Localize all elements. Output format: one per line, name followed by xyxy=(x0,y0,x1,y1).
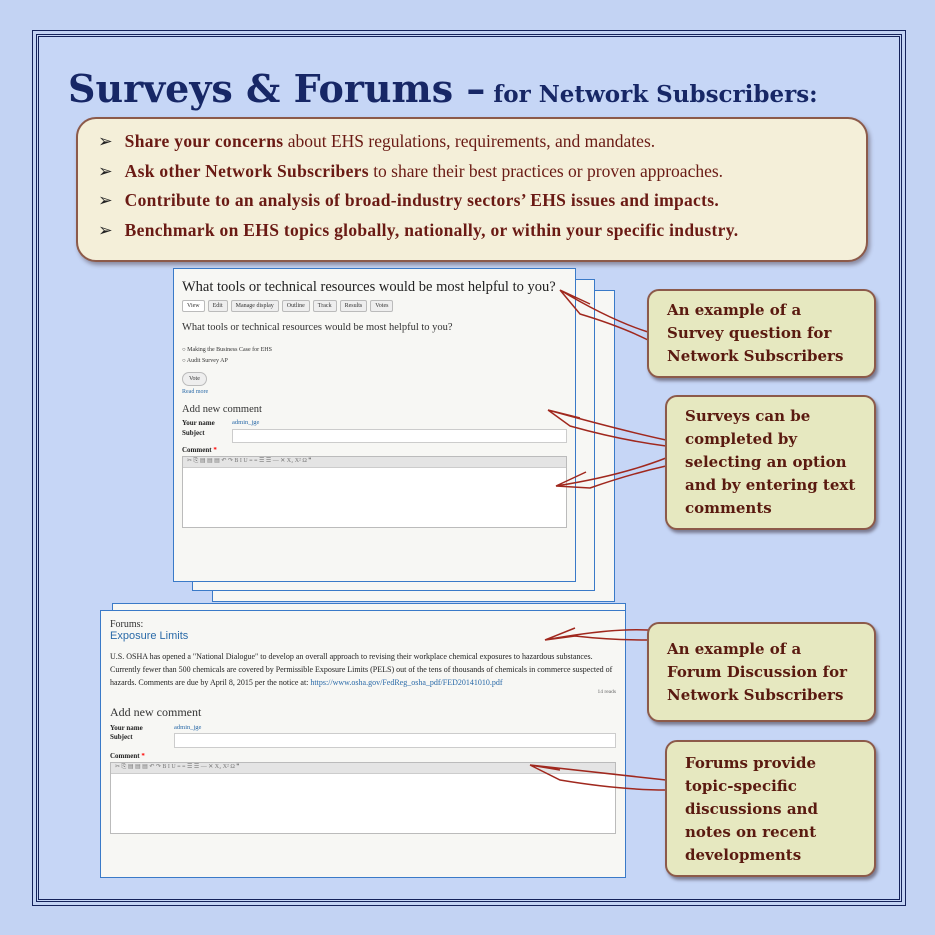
callout-survey-example: An example of a Survey question for Netw… xyxy=(647,289,876,378)
callout-forum-description: Forums provide topic-specific discussion… xyxy=(665,740,876,877)
arrow-bullet-icon: ➢ xyxy=(98,160,113,181)
your-name-value[interactable]: admin_jge xyxy=(232,419,260,426)
arrow-icon xyxy=(544,627,649,641)
tab-manage-display[interactable]: Manage display xyxy=(230,300,279,312)
bullet-text: to share their best practices or proven … xyxy=(368,160,724,181)
forum-section: Forums: xyxy=(110,619,144,630)
tab-outline[interactable]: Outline xyxy=(281,300,310,312)
your-name-label: Your name xyxy=(182,419,215,427)
bullet-bold: Contribute to an analysis of broad-indus… xyxy=(124,190,720,210)
tab-view[interactable]: View xyxy=(182,300,205,312)
your-name-label: Your name xyxy=(110,724,143,732)
callout-survey-completion: Surveys can be completed by selecting an… xyxy=(665,395,876,530)
required-mark: * xyxy=(141,752,145,760)
tab-votes[interactable]: Votes xyxy=(370,300,394,312)
survey-tabs: View Edit Manage display Outline Track R… xyxy=(182,300,567,312)
your-name-value[interactable]: admin_jge xyxy=(174,724,202,731)
arrow-icon xyxy=(529,764,667,791)
vote-button[interactable]: Vote xyxy=(182,372,207,386)
bullet-item: ➢ Ask other Network Subscribers to share … xyxy=(98,161,866,191)
tab-results[interactable]: Results xyxy=(339,300,368,312)
arrow-bullet-icon: ➢ xyxy=(98,131,113,151)
forum-notice-link[interactable]: https://www.osha.gov/FedReg_osha_pdf/FED… xyxy=(310,678,503,687)
survey-question: What tools or technical resources would … xyxy=(182,322,453,333)
option-label: Audit Survey AP xyxy=(186,358,228,364)
subject-input[interactable] xyxy=(174,733,616,748)
add-comment-heading: Add new comment xyxy=(110,705,202,719)
callout-forum-example: An example of a Forum Discussion for Net… xyxy=(647,622,876,722)
comment-label: Comment xyxy=(182,446,212,454)
benefits-list: ➢ Share your concerns about EHS regulatio… xyxy=(76,117,868,262)
reads-count: 14 reads xyxy=(597,689,616,695)
callout-text: An example of a Survey question for Netw… xyxy=(667,301,844,365)
read-more-link[interactable]: Read more xyxy=(182,389,209,395)
option-label: Making the Business Case for EHS xyxy=(187,347,272,353)
survey-option[interactable]: ○ Audit Survey AP xyxy=(182,358,228,364)
tab-track[interactable]: Track xyxy=(312,300,337,312)
bullet-text: about EHS regulations, requirements, and… xyxy=(283,131,656,151)
survey-option[interactable]: ○ Making the Business Case for EHS xyxy=(182,347,272,353)
callout-text: Forums provide topic-specific discussion… xyxy=(685,754,818,864)
survey-screenshot: What tools or technical resources would … xyxy=(173,268,576,582)
editor-toolbar[interactable]: ✂ ⎘ ▤ ▤ ▤ ↶ ↷ B I U ≡ ≡ ☰ ☰ — ✕ X₂ X² Ω … xyxy=(111,763,615,774)
arrow-bullet-icon: ➢ xyxy=(98,190,113,210)
required-mark: * xyxy=(213,446,217,454)
bullet-bold: Ask other Network Subscribers xyxy=(124,160,369,181)
bullet-item: ➢ Benchmark on EHS topics globally, natio… xyxy=(98,220,866,250)
arrow-icon xyxy=(559,289,649,341)
title-sub: for Network Subscribers: xyxy=(493,81,818,108)
forum-screenshot: Forums: Exposure Limits U.S. OSHA has op… xyxy=(100,610,626,878)
comment-editor[interactable]: ✂ ⎘ ▤ ▤ ▤ ↶ ↷ B I U ≡ ≡ ☰ ☰ — ✕ X₂ X² Ω … xyxy=(110,762,616,834)
editor-toolbar[interactable]: ✂ ⎘ ▤ ▤ ▤ ↶ ↷ B I U ≡ ≡ ☰ ☰ — ✕ X₂ X² Ω … xyxy=(183,457,566,468)
page-title: Surveys & Forums – for Network Subscriber… xyxy=(68,66,818,111)
arrow-icon xyxy=(555,457,667,489)
comment-editor[interactable]: ✂ ⎘ ▤ ▤ ▤ ↶ ↷ B I U ≡ ≡ ☰ ☰ — ✕ X₂ X² Ω … xyxy=(182,456,567,528)
add-comment-heading: Add new comment xyxy=(182,404,262,415)
bullet-item: ➢ Contribute to an analysis of broad-indu… xyxy=(98,190,866,220)
subject-input[interactable] xyxy=(232,429,567,443)
bullet-item: ➢ Share your concerns about EHS regulatio… xyxy=(98,131,866,161)
forum-title-link[interactable]: Exposure Limits xyxy=(110,630,189,642)
tab-edit[interactable]: Edit xyxy=(207,300,228,312)
forum-body: U.S. OSHA has opened a "National Dialogu… xyxy=(110,652,613,687)
callout-text: Surveys can be completed by selecting an… xyxy=(685,407,856,517)
survey-title: What tools or technical resources would … xyxy=(182,279,556,295)
bullet-bold: Share your concerns xyxy=(124,131,284,151)
bullet-bold: Benchmark on EHS topics globally, nation… xyxy=(124,219,739,240)
callout-text: An example of a Forum Discussion for Net… xyxy=(667,640,848,704)
title-main: Surveys & Forums – xyxy=(68,66,486,111)
arrow-bullet-icon: ➢ xyxy=(98,219,113,240)
arrow-icon xyxy=(547,409,667,447)
subject-label: Subject xyxy=(110,733,133,741)
comment-label: Comment xyxy=(110,752,140,760)
subject-label: Subject xyxy=(182,429,205,437)
